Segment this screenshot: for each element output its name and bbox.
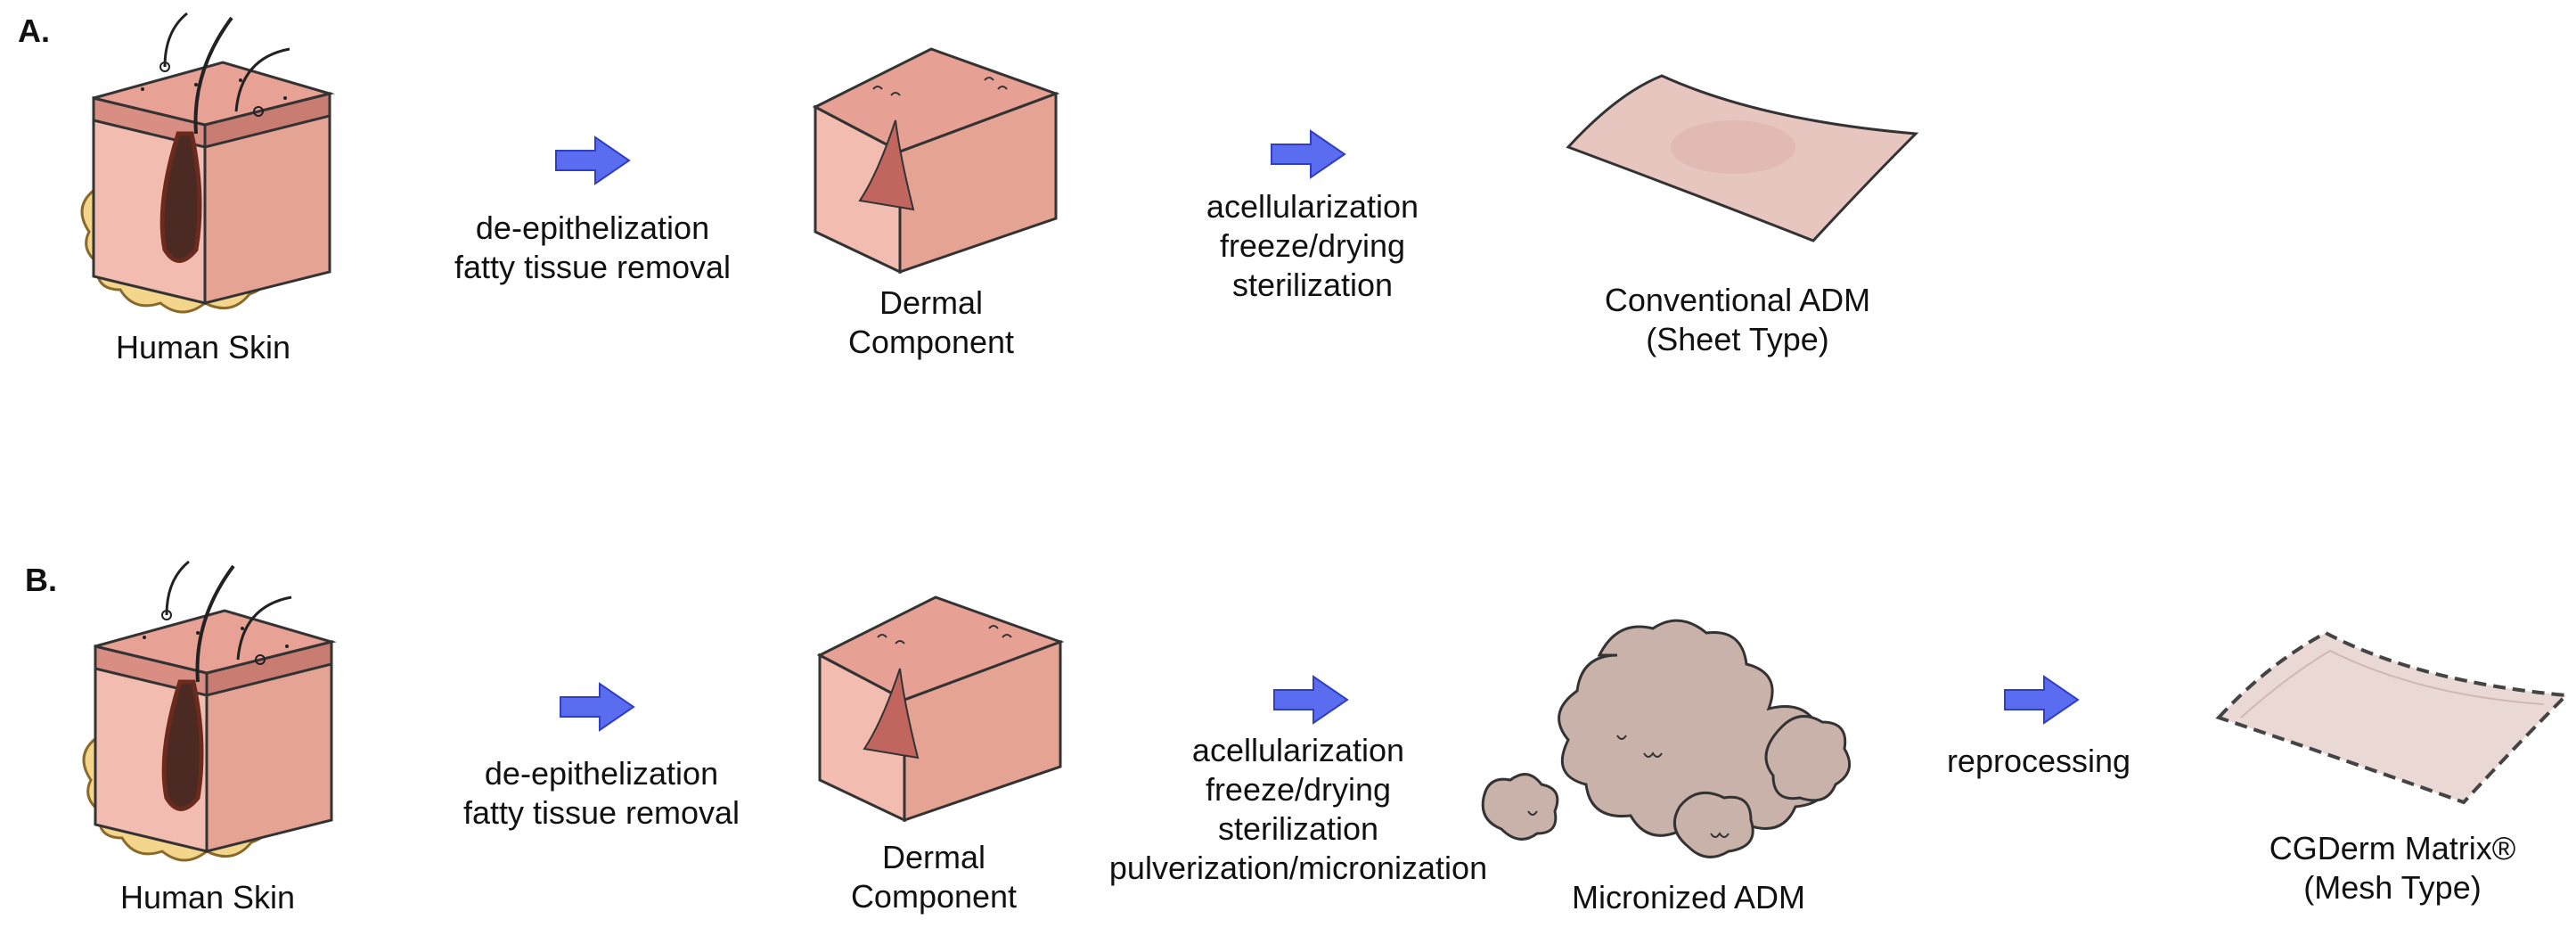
caption-human-skin-a: Human Skin bbox=[115, 329, 291, 365]
caption-dermal-component-b: Dermal Component bbox=[850, 839, 1018, 915]
panel-label-a: A. bbox=[18, 12, 50, 49]
adm-sheet-icon bbox=[1566, 74, 1919, 242]
panel-label-b: B. bbox=[25, 562, 57, 598]
caption-micronized-adm: Micronized ADM bbox=[1571, 879, 1806, 915]
right-arrow-icon bbox=[560, 682, 635, 732]
human-skin-icon bbox=[82, 560, 337, 862]
step-caption-acellularization-a: acellularization freeze/drying steriliza… bbox=[1206, 188, 1419, 303]
caption-dermal-component-a: Dermal Component bbox=[847, 284, 1015, 360]
micronized-adm-icon bbox=[1481, 619, 1852, 858]
right-arrow-icon bbox=[1271, 129, 1346, 179]
right-arrow-icon bbox=[1273, 675, 1349, 725]
dermal-component-icon bbox=[816, 595, 1065, 823]
mesh-sheet-icon bbox=[2215, 630, 2571, 805]
step-caption-reprocessing: reprocessing bbox=[1946, 743, 2131, 779]
step-caption-deepithelization-b: de-epithelization fatty tissue removal bbox=[462, 755, 740, 831]
step-caption-deepithelization-a: de-epithelization fatty tissue removal bbox=[454, 209, 732, 285]
right-arrow-icon bbox=[555, 135, 631, 185]
dermal-component-icon bbox=[812, 47, 1060, 275]
caption-human-skin-b: Human Skin bbox=[119, 879, 296, 915]
caption-conventional-adm: Conventional ADM (Sheet Type) bbox=[1604, 282, 1871, 357]
step-caption-acellularization-b: acellularization freeze/drying steriliza… bbox=[1108, 732, 1488, 886]
human-skin-icon bbox=[80, 12, 335, 314]
right-arrow-icon bbox=[2004, 675, 2080, 725]
caption-cgderm-matrix: CGDerm Matrix® (Mesh Type) bbox=[2269, 830, 2516, 906]
